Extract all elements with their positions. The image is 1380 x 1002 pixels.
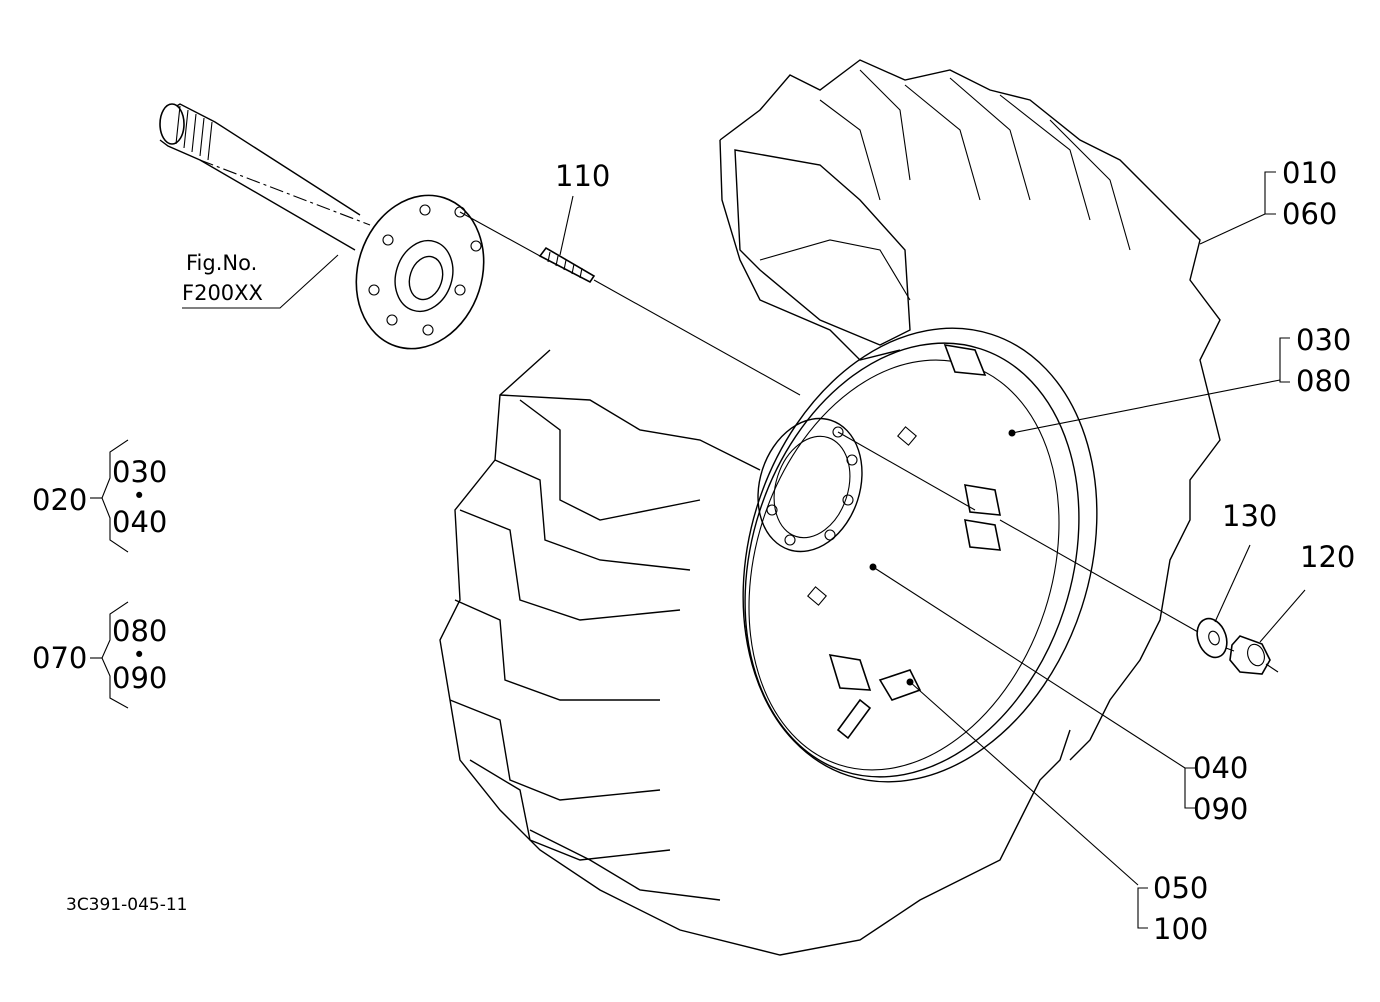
tyre-tread-section	[439, 349, 1071, 956]
part-label-100: 100	[1153, 912, 1208, 946]
washer	[1196, 617, 1228, 659]
group-020-item-040: 040	[112, 505, 167, 539]
rim-clamp-lugs	[807, 343, 1001, 691]
part-label-050: 050	[1153, 871, 1208, 905]
part-label-120: 120	[1300, 540, 1355, 574]
drawing-code: 3C391-045-11	[66, 895, 187, 915]
wheel-disc-center	[757, 417, 863, 553]
assembly-axis-lines	[199, 159, 1279, 673]
tyre-upper-section	[719, 59, 1221, 761]
group-070-bullet: •	[133, 643, 145, 667]
group-020-item-030: 030	[112, 455, 167, 489]
part-label-010: 010	[1282, 156, 1337, 190]
part-label-130: 130	[1222, 499, 1277, 533]
part-label-060: 060	[1282, 197, 1337, 231]
group-070-item-090: 090	[112, 661, 167, 695]
axle-flange	[355, 194, 485, 350]
part-label-080: 080	[1296, 364, 1351, 398]
part-label-030: 030	[1296, 323, 1351, 357]
hex-nut	[1229, 635, 1271, 675]
part-label-090: 090	[1193, 792, 1248, 826]
group-020-bullet: •	[133, 484, 145, 508]
group-label-070: 070	[32, 641, 87, 675]
part-label-110: 110	[555, 159, 610, 193]
leader-lines	[182, 195, 1306, 886]
part-label-040: 040	[1193, 751, 1248, 785]
label-brackets	[90, 171, 1290, 929]
axle-shaft	[159, 103, 361, 251]
valve-stem	[836, 669, 922, 740]
stud-bolt	[538, 246, 596, 284]
figure-reference: F200XX	[182, 281, 263, 305]
group-label-020: 020	[32, 483, 87, 517]
figure-number-label: Fig.No.	[186, 251, 257, 275]
group-070-item-080: 080	[112, 614, 167, 648]
